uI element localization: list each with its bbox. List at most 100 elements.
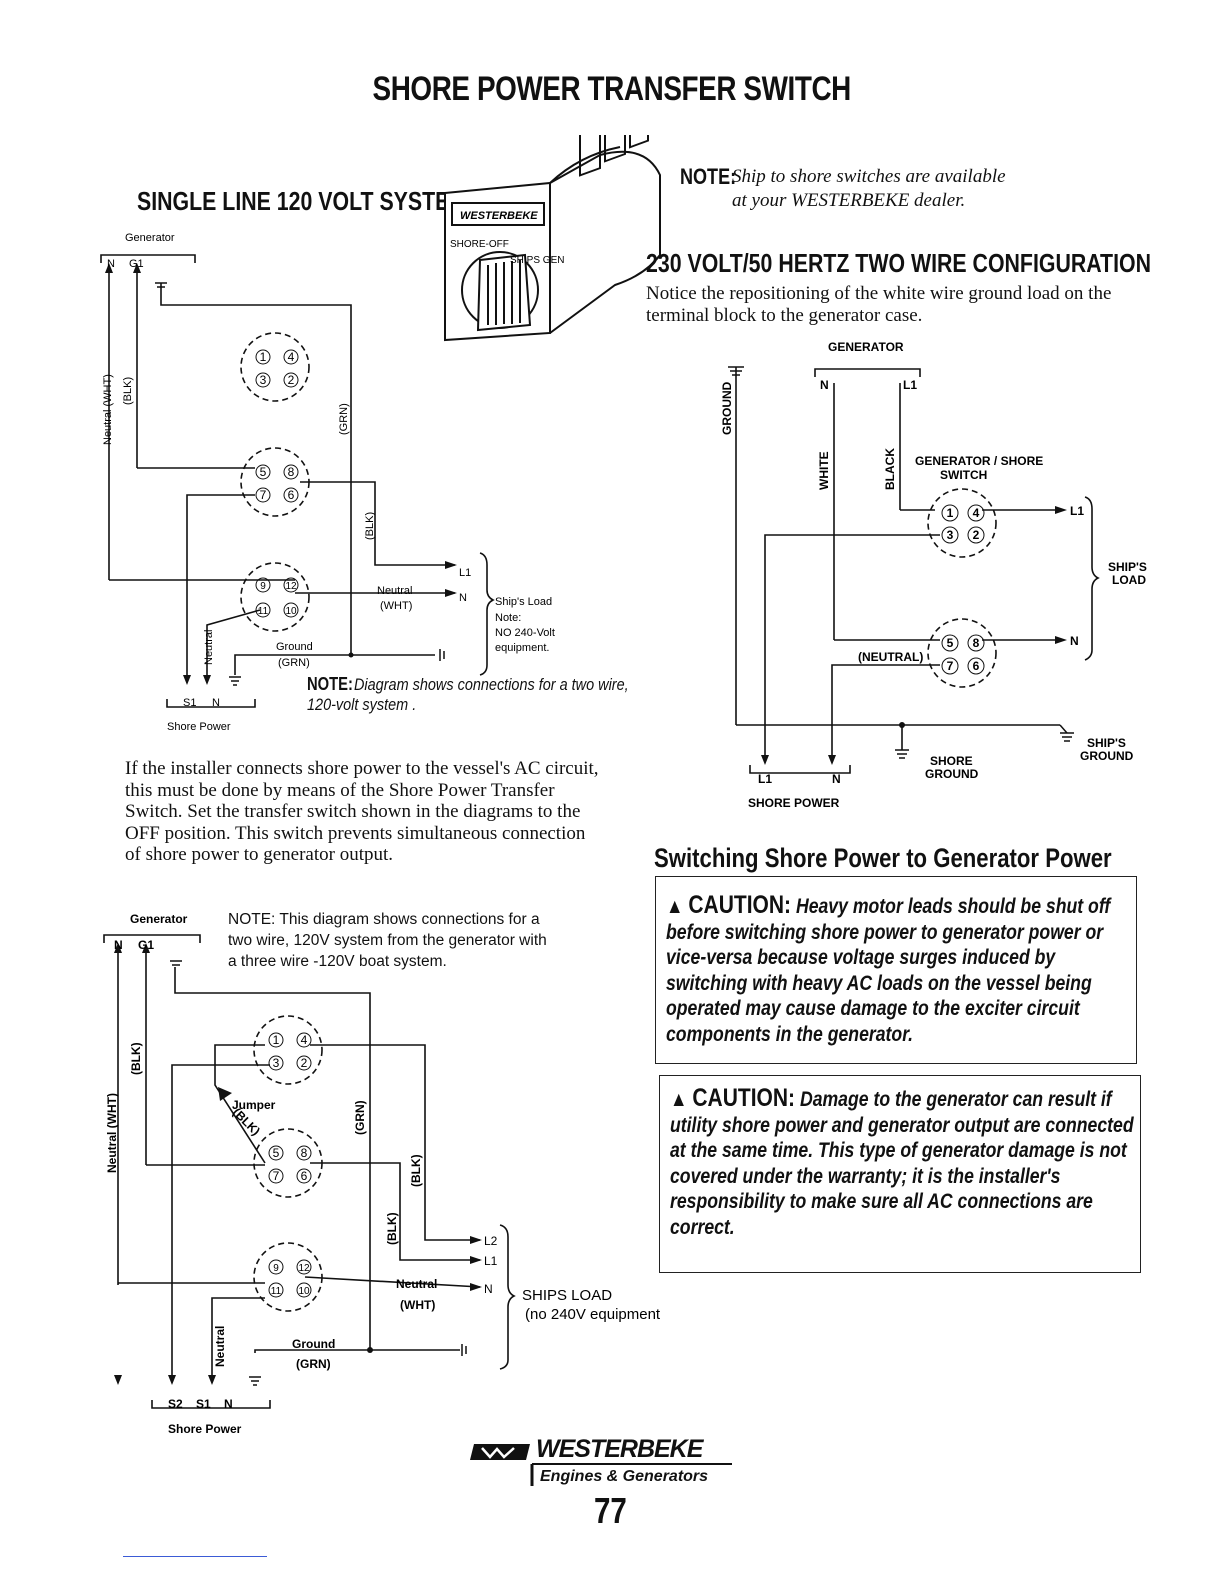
d2-shore-n: N: [832, 772, 841, 786]
d1-ships-load: Ship's Load: [495, 596, 552, 608]
d1-blk2-label: (BLK): [364, 512, 376, 540]
d1-generator-label: Generator: [125, 232, 175, 244]
switch-brand-text: WESTERBEKE: [460, 210, 538, 222]
d2-l1-label: L1: [903, 378, 917, 392]
brand-tagline: Engines & Generators: [540, 1468, 709, 1485]
d3-ships-load: SHIPS LOAD: [522, 1287, 612, 1304]
d1-g1-label: G1: [129, 258, 144, 270]
svg-text:10: 10: [298, 1286, 310, 1297]
d1-s1-label: S1: [183, 697, 196, 709]
d3-blk-label: (BLK): [129, 1042, 143, 1075]
d3-n-shore-label: N: [224, 1397, 233, 1411]
d3-shore-power: Shore Power: [168, 1422, 242, 1436]
d1-note-line2: 120-volt system .: [307, 695, 417, 714]
svg-text:1: 1: [273, 1033, 280, 1047]
terminal-1: 1: [260, 350, 267, 364]
terminal-3: 3: [260, 373, 267, 387]
svg-text:8: 8: [973, 636, 980, 650]
d2-generator-label: GENERATOR: [828, 340, 904, 354]
d3-neutral-wire-label: Neutral: [213, 1326, 227, 1367]
d1-note-bold: NOTE:: [307, 674, 353, 694]
terminal-2: 2: [288, 373, 295, 387]
d3-neutral-label: Neutral: [396, 1277, 437, 1291]
terminal-9: 9: [260, 581, 266, 592]
diagram2-heading: 230 VOLT/50 HERTZ TWO WIRE CONFIGURATION: [646, 248, 1151, 278]
d1-n-shore-label: N: [212, 697, 220, 709]
d1-neutral-label: Neutral: [377, 585, 412, 597]
svg-text:4: 4: [973, 506, 980, 520]
diagram3-three-wire-120v: 1 4 3 2 5 8 7 6 9 12 11 10 Generator N G…: [103, 912, 660, 1436]
d3-blk2-label: (BLK): [409, 1154, 423, 1187]
terminal-6: 6: [288, 488, 295, 502]
d1-l1-label: L1: [459, 567, 471, 579]
d2-shore-l1: L1: [758, 772, 772, 786]
terminal-10: 10: [285, 606, 297, 617]
svg-text:2: 2: [301, 1056, 308, 1070]
d3-g1-label: G1: [138, 938, 154, 952]
d3-blk3-label: (BLK): [385, 1212, 399, 1245]
switching-heading: Switching Shore Power to Generator Power: [654, 843, 1112, 873]
d2-switch-label1: GENERATOR / SHORE: [915, 454, 1043, 468]
svg-text:9: 9: [273, 1263, 279, 1274]
d2-ships-ground1: SHIP'S: [1087, 736, 1126, 750]
d1-note-label: Note:: [495, 612, 521, 624]
d3-n-label: N: [114, 938, 123, 952]
svg-text:5: 5: [273, 1146, 280, 1160]
page-title: SHORE POWER TRANSFER SWITCH: [372, 70, 852, 108]
d2-ships-load2: LOAD: [1112, 573, 1146, 587]
terminal-7: 7: [260, 488, 267, 502]
d3-ground-grn: (GRN): [296, 1357, 331, 1371]
d3-l2-label: L2: [484, 1234, 498, 1248]
svg-text:7: 7: [273, 1169, 280, 1183]
terminal-5: 5: [260, 465, 267, 479]
svg-text:6: 6: [973, 659, 980, 673]
d2-n-label: N: [820, 378, 829, 392]
diagram1-heading: SINGLE LINE 120 VOLT SYSTEM: [137, 186, 468, 216]
d2-out-n: N: [1070, 634, 1079, 648]
d3-neutral-wht: (WHT): [400, 1298, 435, 1312]
d2-out-l1: L1: [1070, 504, 1084, 518]
d1-note-text2: equipment.: [495, 642, 549, 654]
d3-grn-label: (GRN): [353, 1100, 367, 1135]
d1-grn-label: (GRN): [338, 403, 350, 435]
d2-neutral-label: (NEUTRAL): [858, 650, 923, 664]
svg-text:12: 12: [298, 1263, 310, 1274]
d3-s2-label: S2: [168, 1397, 183, 1411]
svg-text:1: 1: [947, 506, 954, 520]
d3-l1-label: L1: [484, 1254, 498, 1268]
d1-ground-label: Ground: [276, 641, 313, 653]
d1-neutral-wht-label: Neutral (WHT): [102, 374, 114, 445]
terminal-8: 8: [288, 465, 295, 479]
d2-ships-load1: SHIP'S: [1108, 560, 1147, 574]
dealer-note: NOTE: Ship to shore switches are availab…: [680, 164, 1006, 189]
d1-neutral-wht: (WHT): [380, 600, 412, 612]
dealer-note-line2: at your WESTERBEKE dealer.: [732, 190, 966, 211]
warning-icon: ▲: [666, 895, 684, 918]
d1-note-text1: NO 240-Volt: [495, 627, 555, 639]
svg-text:5: 5: [947, 636, 954, 650]
brand-name: WESTERBEKE: [536, 1435, 703, 1463]
caution1-text: Heavy motor leads should be shut off bef…: [666, 895, 1111, 1046]
d3-ground-label: Ground: [292, 1337, 335, 1351]
caution-box-1: ▲ CAUTION: Heavy motor leads should be s…: [655, 876, 1137, 1064]
svg-text:11: 11: [271, 1286, 282, 1297]
terminal-11: 11: [258, 606, 269, 617]
footer-rule: [123, 1556, 267, 1557]
transfer-switch-illustration: WESTERBEKE SHORE-OFF SHIPS GEN: [444, 135, 661, 342]
d3-neutral-wht-label: Neutral (WHT): [105, 1093, 119, 1173]
d2-shore-ground1: SHORE: [930, 754, 973, 768]
warning-icon: ▲: [670, 1088, 688, 1111]
caution1-label: CAUTION:: [688, 891, 792, 919]
caution-box-2: ▲ CAUTION: Damage to the generator can r…: [659, 1075, 1141, 1273]
d2-ships-ground2: GROUND: [1080, 749, 1134, 763]
svg-text:6: 6: [301, 1169, 308, 1183]
svg-text:2: 2: [973, 528, 980, 542]
d1-shore-power: Shore Power: [167, 721, 231, 733]
d1-neutral-wire-label: Neutral: [203, 630, 215, 665]
d1-ground-grn: (GRN): [278, 657, 310, 669]
switch-label-left: SHORE-OFF: [450, 239, 509, 250]
diagram1-single-line-120v: 1 4 3 2 5 8 7 6 9 12 11 10 Generator N G…: [100, 232, 555, 733]
svg-text:8: 8: [301, 1146, 308, 1160]
d1-n-out-label: N: [459, 592, 467, 604]
d2-black-label: BLACK: [883, 448, 897, 490]
